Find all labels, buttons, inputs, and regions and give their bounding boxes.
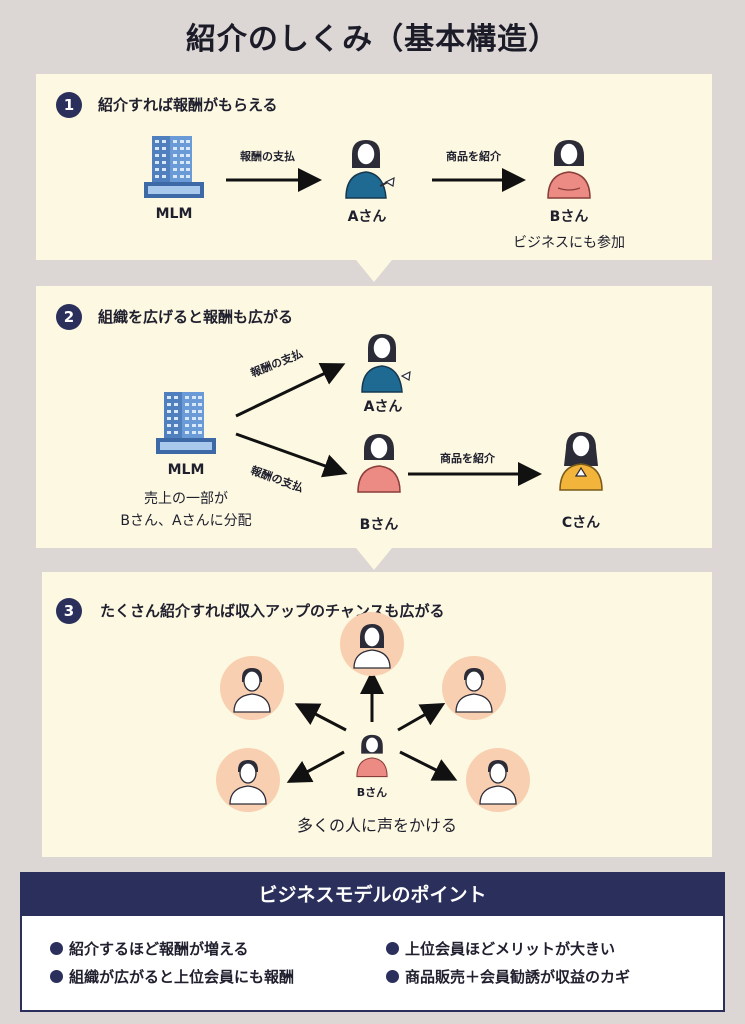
step-3-panel: 3 たくさん紹介すれば収入アップのチャンスも広がる — [42, 572, 712, 857]
point-item-1: 紹介するほど報酬が増える — [50, 938, 249, 959]
person-icon — [479, 760, 517, 805]
points-heading: ビジネスモデルのポイント — [22, 874, 723, 916]
step-2-number: 2 — [56, 304, 82, 330]
contact-circle-top — [340, 612, 404, 676]
step-3-note: 多くの人に声をかける — [296, 816, 457, 835]
arrow-label-introduce: 商品を紹介 — [440, 452, 495, 465]
point-item-2: 上位会員ほどメリットが大きい — [386, 938, 615, 959]
arrow-label-introduce: 商品を紹介 — [446, 150, 501, 163]
mlm-label: MLM — [167, 462, 205, 478]
contact-circle-lower-right — [466, 748, 530, 812]
step-1-title: 紹介すれば報酬がもらえる — [98, 96, 278, 114]
center-person-label: Bさん — [356, 786, 388, 799]
person-a-label: Aさん — [363, 399, 403, 415]
step-3-number: 3 — [56, 598, 82, 624]
person-icon — [455, 668, 493, 713]
person-b-icon — [547, 140, 591, 199]
bullet-icon — [50, 970, 63, 983]
step-connector-1 — [356, 260, 392, 282]
person-a-label: Aさん — [347, 209, 387, 225]
person-b-note: ビジネスにも参加 — [513, 235, 625, 251]
person-icon — [233, 668, 271, 713]
bullet-icon — [386, 942, 399, 955]
business-model-points: ビジネスモデルのポイント 紹介するほど報酬が増える 上位会員ほどメリットが大きい… — [20, 872, 725, 1012]
mlm-label: MLM — [155, 206, 193, 222]
person-b-icon — [357, 434, 401, 493]
step-2-panel: 2 組織を広げると報酬も広がる MLM 売上の一部が Bさん、Aさんに分配 報酬… — [36, 286, 712, 548]
person-icon — [353, 624, 391, 669]
step-3-arrows — [286, 670, 458, 783]
contact-circle-upper-left — [220, 656, 284, 720]
step-1-arrows — [226, 168, 526, 192]
person-b-label: Bさん — [549, 209, 589, 225]
contact-circle-upper-right — [442, 656, 506, 720]
person-icon — [229, 760, 267, 805]
bullet-icon — [50, 942, 63, 955]
contact-circle-lower-left — [216, 748, 280, 812]
mlm-note-line-2: Bさん、Aさんに分配 — [120, 513, 252, 529]
mlm-note-line-1: 売上の一部が — [144, 491, 228, 507]
step-1-number: 1 — [56, 92, 82, 118]
person-b-label: Bさん — [359, 517, 399, 533]
person-c-icon — [559, 432, 603, 491]
arrow-label-payment: 報酬の支払 — [240, 150, 295, 163]
step-2-arrows — [235, 362, 542, 486]
step-2-title: 組織を広げると報酬も広がる — [98, 308, 294, 326]
person-a-icon — [361, 334, 411, 393]
bullet-icon — [386, 970, 399, 983]
building-icon — [144, 136, 204, 198]
person-b-icon — [356, 734, 388, 778]
person-c-label: Cさん — [561, 515, 601, 531]
point-item-3: 組織が広がると上位会員にも報酬 — [50, 966, 294, 987]
person-a-icon — [345, 140, 395, 199]
building-icon — [156, 392, 216, 454]
step-1-panel: 1 紹介すれば報酬がもらえる MLM 報酬の支払 商品を紹介 — [36, 74, 712, 260]
page-title: 紹介のしくみ（基本構造） — [185, 22, 560, 57]
step-connector-2 — [356, 548, 392, 570]
point-item-4: 商品販売＋会員勧誘が収益のカギ — [386, 966, 630, 987]
